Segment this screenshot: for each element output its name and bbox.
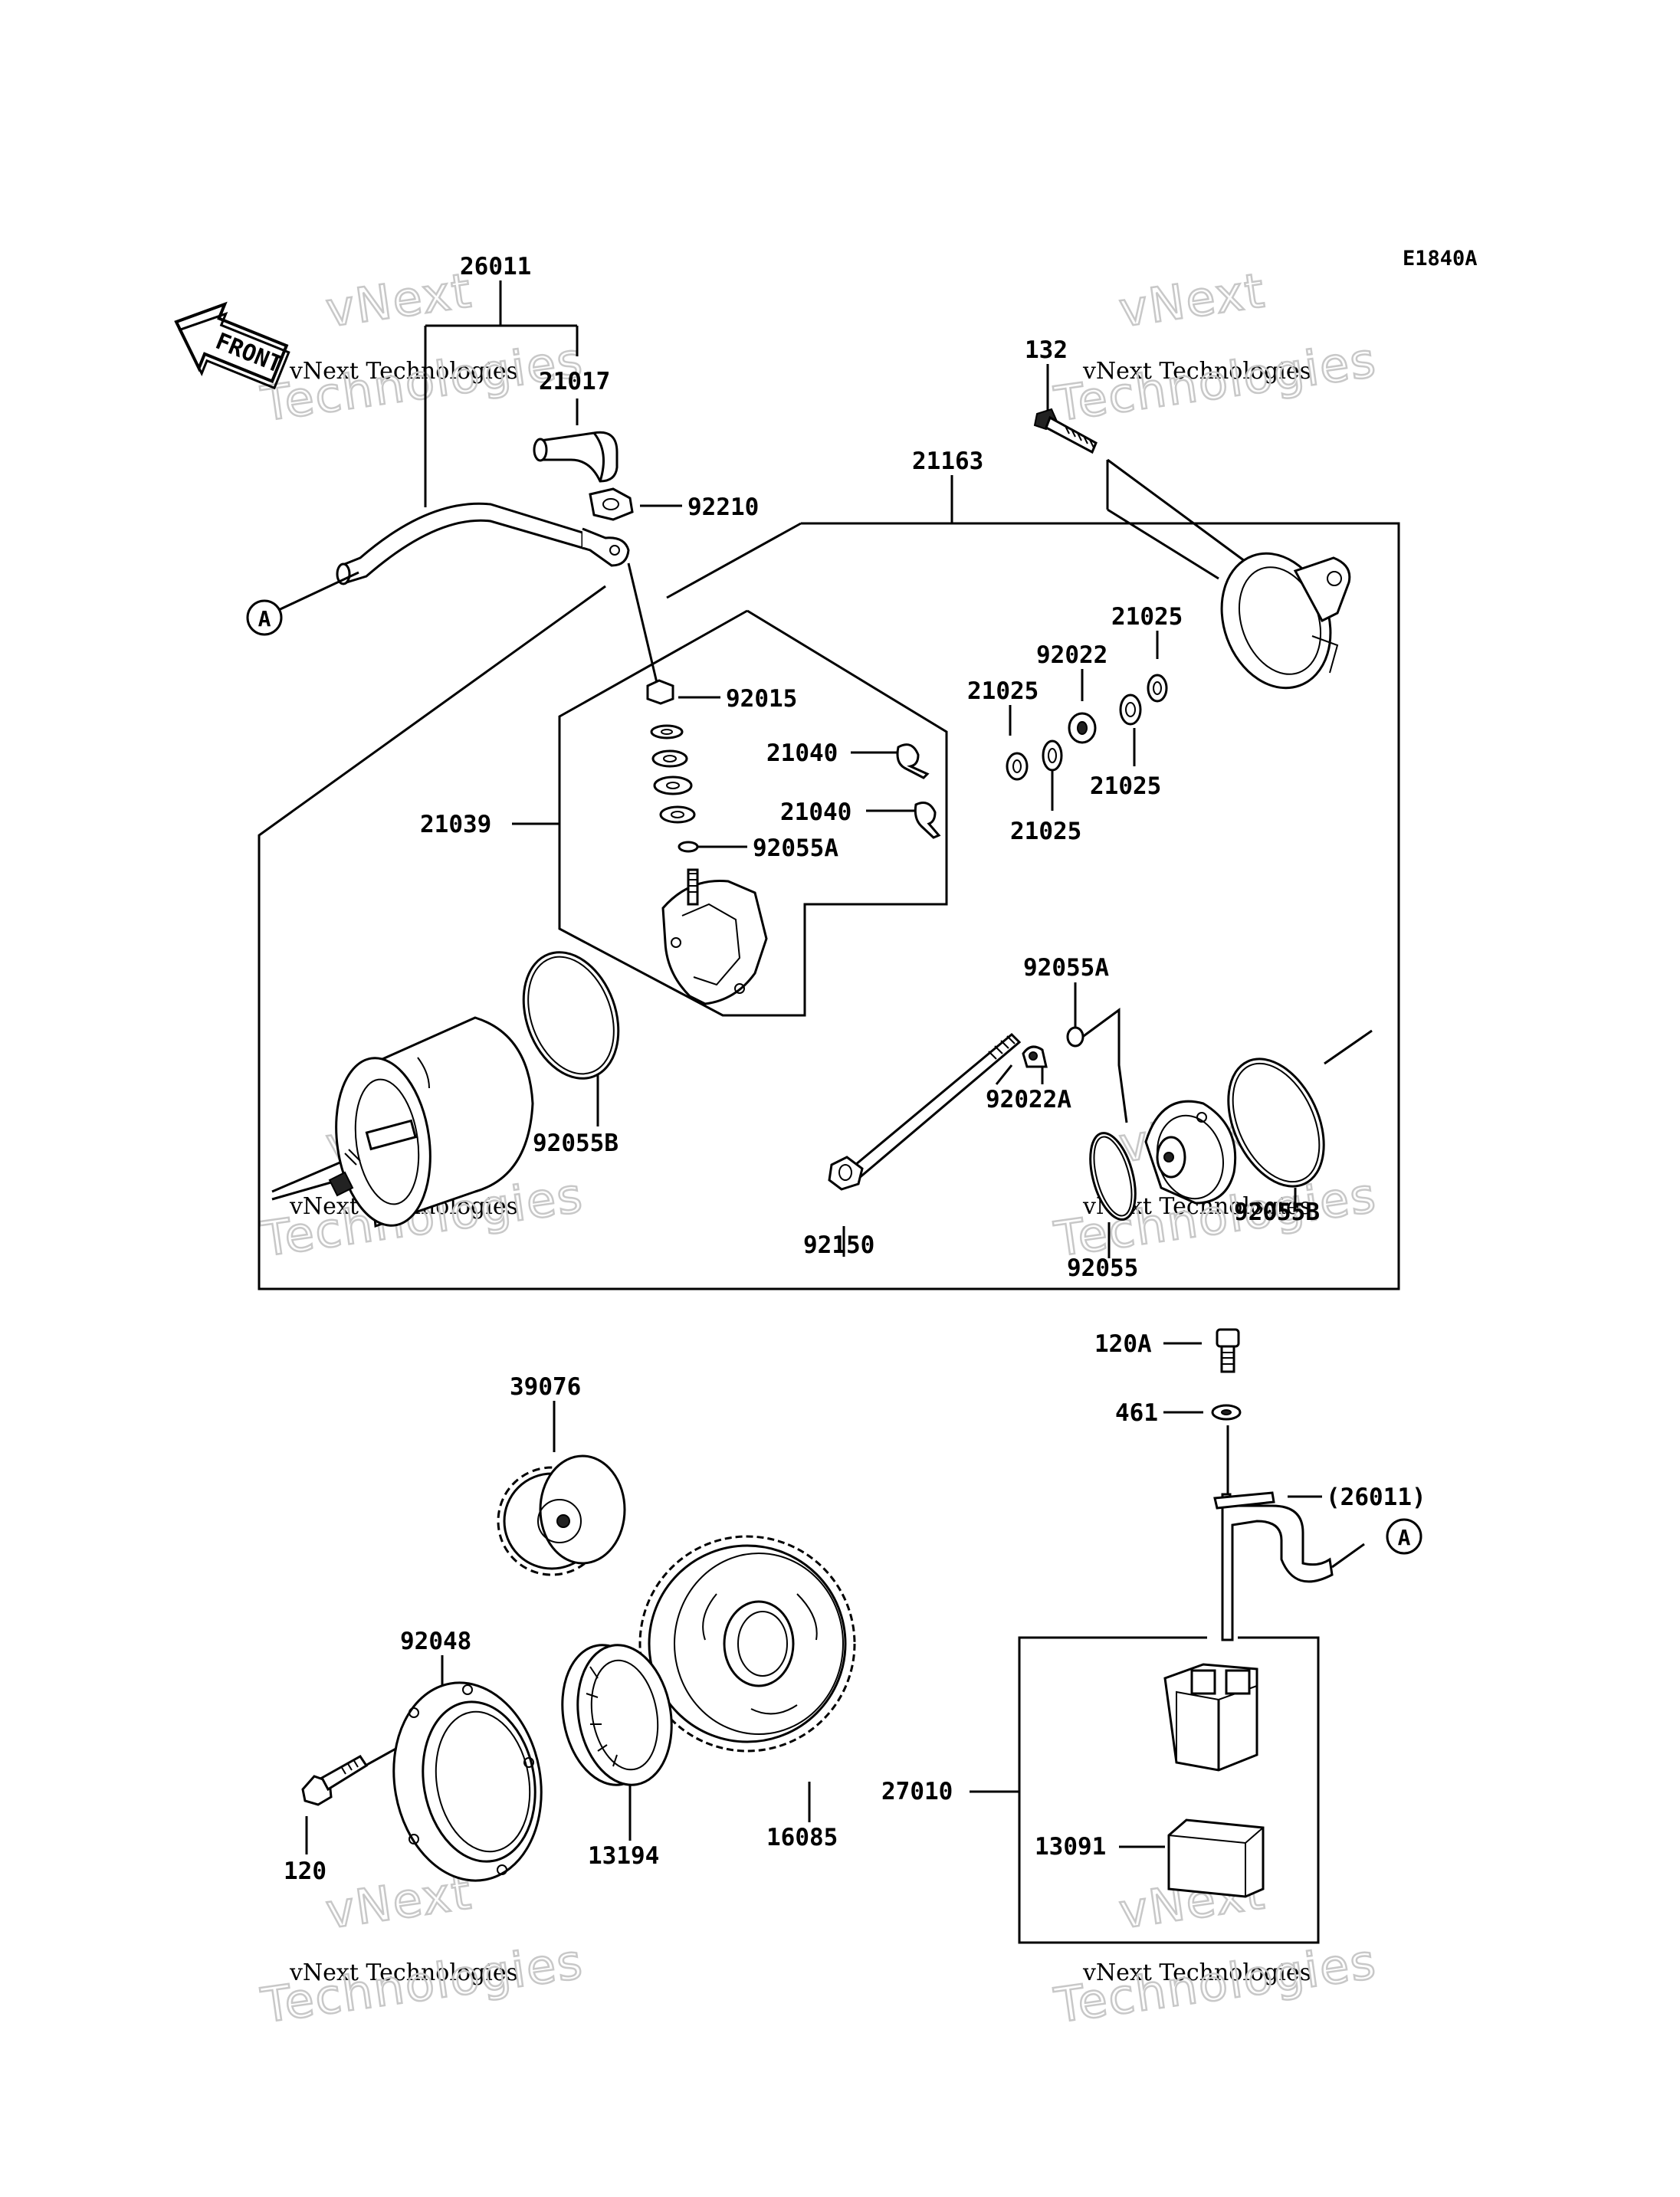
end-cover-part xyxy=(1220,552,1351,690)
watermark-tech: Technologies xyxy=(258,1933,586,2034)
part-label: 92055A xyxy=(1023,954,1109,982)
part-label: 26011 xyxy=(460,253,531,280)
part-label: 120 xyxy=(284,1858,326,1885)
part-label: 21040 xyxy=(766,739,838,767)
part-label: 120A xyxy=(1094,1330,1152,1358)
part-label: 39076 xyxy=(510,1373,581,1401)
starter-clutch-gear-part xyxy=(638,1535,856,1753)
clutch-bolt-part xyxy=(301,1755,369,1806)
watermark-tech: Technologies xyxy=(1051,332,1380,432)
brush-clip-part xyxy=(896,743,941,839)
relay-washer-part xyxy=(1211,1404,1242,1421)
part-label: 92022 xyxy=(1036,641,1107,669)
part-label: (26011) xyxy=(1326,1484,1426,1511)
part-labels: 26011 21017 92210 21163 132 21025 92022 … xyxy=(284,253,1426,1885)
part-label: 21025 xyxy=(1090,772,1161,800)
watermark-text: vNext Technologies xyxy=(289,358,518,385)
relay-cover-part xyxy=(1167,1818,1265,1898)
part-label: 21017 xyxy=(539,368,610,395)
ref-marker-a: A xyxy=(1386,1518,1422,1555)
diagram-code: E1840A xyxy=(1403,247,1478,271)
one-way-clutch-part xyxy=(561,1644,673,1786)
clutch-holder-part xyxy=(392,1681,543,1882)
relay-bolt-part xyxy=(1216,1328,1240,1373)
watermark-text: vNext Technologies xyxy=(1082,1959,1311,1986)
idle-gear-part xyxy=(497,1454,626,1576)
small-o-ring-part xyxy=(1066,1026,1084,1048)
part-label: 13194 xyxy=(588,1842,659,1870)
ref-marker-a: A xyxy=(246,599,283,636)
o-ring-part xyxy=(522,951,620,1080)
starter-relay-part xyxy=(1163,1663,1258,1772)
part-label: 132 xyxy=(1025,336,1068,364)
o-ring-part xyxy=(1089,1132,1137,1221)
watermark-tech: Technologies xyxy=(1051,1933,1380,2034)
front-arrow-icon: FRONT xyxy=(174,301,290,390)
part-label: 27010 xyxy=(881,1778,953,1805)
part-label: 92150 xyxy=(803,1231,874,1259)
part-label: 21025 xyxy=(1010,818,1081,845)
relay-cable-part xyxy=(1213,1491,1365,1641)
part-label: 21025 xyxy=(967,677,1039,705)
nut-part xyxy=(589,487,634,521)
cable-part xyxy=(271,502,630,615)
watermark-tech: Technologies xyxy=(258,332,586,432)
part-label: 21040 xyxy=(780,798,851,826)
ref-marker-label: A xyxy=(1398,1525,1411,1550)
washer-set xyxy=(1006,674,1168,781)
watermark: vNext vNext Technologies Technologies xyxy=(1050,261,1381,433)
through-bolt-part xyxy=(828,1032,1022,1191)
part-label: 92055B xyxy=(533,1130,619,1157)
starter-motor-part xyxy=(328,1016,534,1228)
part-label: 13091 xyxy=(1035,1833,1106,1861)
part-label: 92055B xyxy=(1234,1199,1320,1226)
part-label: 461 xyxy=(1115,1399,1158,1427)
part-label: 92055 xyxy=(1067,1254,1138,1282)
part-label: 92210 xyxy=(687,494,759,521)
watermark: vNext vNext Technologies Technologies xyxy=(257,261,588,433)
part-label: 92022A xyxy=(986,1086,1071,1113)
part-label: 21039 xyxy=(420,811,491,838)
brush-holder-part xyxy=(661,868,768,1005)
washer-tab-part xyxy=(1022,1045,1048,1068)
bolt-part xyxy=(1033,408,1098,454)
front-cover-part xyxy=(1144,1100,1237,1205)
watermark-vnext: vNext xyxy=(1116,262,1268,338)
part-label: 92048 xyxy=(400,1628,471,1655)
part-label: 21163 xyxy=(912,448,983,475)
watermark-text: vNext Technologies xyxy=(289,1959,518,1986)
watermark-text: vNext Technologies xyxy=(1082,358,1311,385)
terminal-stack-part xyxy=(646,679,699,853)
part-label: 16085 xyxy=(766,1824,838,1851)
part-label: 21025 xyxy=(1111,603,1183,631)
part-label: 92015 xyxy=(726,685,797,713)
ref-marker-label: A xyxy=(258,606,271,631)
o-ring-part xyxy=(1227,1058,1325,1188)
elbow-boot-part xyxy=(533,431,619,483)
part-label: 92055A xyxy=(753,835,838,862)
